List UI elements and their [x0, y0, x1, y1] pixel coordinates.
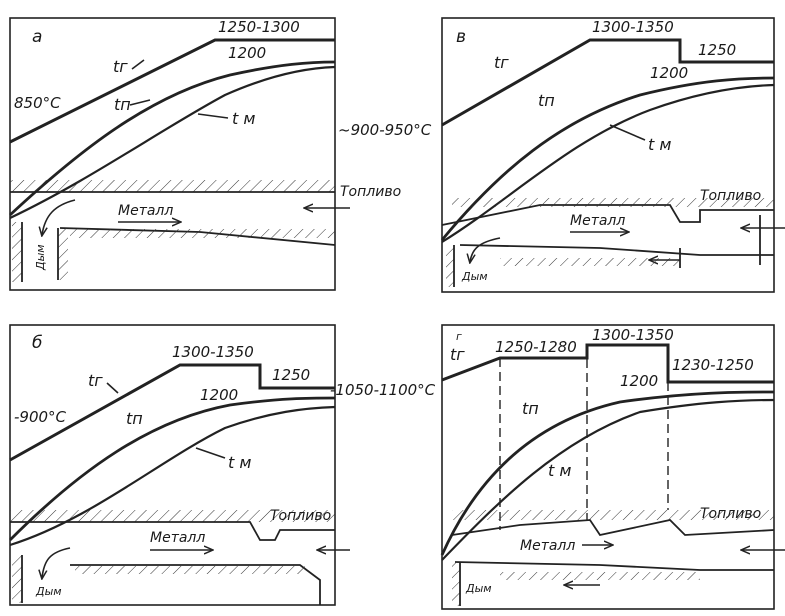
- panel-a-tp-leader: [129, 99, 151, 106]
- panel-b-surface-curve: [9, 396, 336, 541]
- panel-v-tm-label: t м: [648, 135, 671, 154]
- panel-g-range-2: 1300-1350: [592, 326, 674, 344]
- panel-a-tm-label: t м: [232, 109, 255, 128]
- panel-b-hearth: [75, 566, 305, 574]
- panel-a-metal-label: Металл: [118, 203, 173, 219]
- panel-g-tp-label: tп: [522, 399, 539, 418]
- panel-a: а 1250-1300 tг 850°C 1200 tп t м Дым Мет…: [9, 17, 350, 291]
- panel-v-roof: [452, 198, 774, 207]
- panel-a-smoke: Дым: [34, 244, 47, 271]
- panel-a-level: 1200: [228, 44, 266, 62]
- panel-g-hearth: [500, 572, 700, 580]
- panel-v-fuel-label: Топливо: [700, 188, 761, 204]
- panel-v-top-right: 1250: [698, 41, 736, 59]
- panel-g-range-3: 1230-1250: [672, 356, 754, 374]
- panel-b-tg-leader: [106, 382, 119, 394]
- panel-g-tm-label: t м: [548, 461, 571, 480]
- panel-g-flue-wall: [452, 562, 460, 606]
- panel-g-fuel-label: Топливо: [700, 506, 761, 522]
- panel-a-start-temp: 850°C: [14, 94, 61, 112]
- panel-b-tg-label: tг: [88, 371, 103, 390]
- panel-a-letter: а: [32, 27, 42, 47]
- panel-g-roof-line: [451, 519, 775, 537]
- panel-b-top-right: 1250: [272, 366, 310, 384]
- panel-b-fuel-label: Топливо: [270, 508, 331, 524]
- panel-g-frame: [441, 324, 775, 610]
- panel-a-metal-curve: [9, 65, 336, 219]
- panel-v-tp-label: tп: [538, 91, 555, 110]
- panel-v-smoke: Дым: [461, 270, 488, 283]
- panel-a-roof: [10, 180, 335, 192]
- panel-b-top-range: 1300-1350: [172, 343, 254, 361]
- panel-b-letter: б: [32, 333, 42, 353]
- panel-a-flue-wall-right: [58, 228, 68, 280]
- panel-b-roof: [10, 510, 335, 522]
- panel-b-start-temp: -900°C: [14, 408, 67, 426]
- panel-b-smoke: Дым: [35, 585, 62, 598]
- panel-v-hearth-line: [459, 244, 774, 256]
- panel-b-level: 1200: [200, 386, 238, 404]
- panel-g-metal-label: Металл: [520, 538, 575, 554]
- panel-a-fuel-label: Топливо: [340, 184, 401, 200]
- panel-b-frame: [9, 324, 336, 606]
- panel-a-smoke-arrow: [42, 199, 76, 235]
- panel-b-side-temp: -1050-1100°C: [330, 381, 436, 399]
- panel-a-side-temp: ~900-950°C: [338, 121, 432, 139]
- panel-g-metal-curve: [441, 398, 775, 561]
- panel-g-surface-curve: [440, 390, 775, 556]
- panel-a-top-range: 1250-1300: [218, 18, 300, 36]
- panel-b-metal-curve: [9, 405, 336, 547]
- panel-a-tg-label: tг: [113, 57, 128, 76]
- panel-b-gas-curve: [9, 363, 335, 462]
- panel-g-letter: г: [456, 330, 462, 343]
- panel-v-gas-curve: [441, 38, 774, 127]
- panel-v-surface-curve: [440, 76, 775, 241]
- panel-v-frame: [441, 17, 775, 293]
- panel-b-hearth-line: [70, 564, 321, 605]
- panel-b-tp-label: tп: [126, 409, 143, 428]
- panel-v-letter: в: [456, 27, 466, 47]
- panel-a-tg-leader: [131, 59, 145, 70]
- panel-b-smoke-arrow: [42, 547, 71, 578]
- panel-b-tm-label: t м: [228, 453, 251, 472]
- panel-g-hearth-line: [454, 561, 774, 571]
- panel-g-range-1: 1250-1280: [495, 338, 577, 356]
- panel-v-top-range: 1300-1350: [592, 18, 674, 36]
- panel-v-level: 1200: [650, 64, 688, 82]
- panel-b-flue-wall: [12, 555, 22, 603]
- panel-v-smoke-arrow: [470, 237, 501, 262]
- panel-a-hearth: [70, 229, 335, 238]
- panel-g-tg-label: tг: [450, 345, 465, 364]
- panel-b: б 1300-1350 1250 tг -900°C 1200 tп t м Д…: [9, 324, 350, 606]
- panel-g-level: 1200: [620, 372, 658, 390]
- panel-v-flue-wall: [446, 245, 454, 287]
- panel-v: в 1300-1350 1250 tг 1200 tп t м Дым Мета…: [440, 17, 785, 293]
- panel-g: г tг 1250-1280 1300-1350 1230-1250 1200 …: [440, 324, 785, 610]
- panel-a-tm-leader: [197, 113, 229, 119]
- panel-g-roof: [452, 510, 774, 520]
- panel-v-metal-label: Металл: [570, 213, 625, 229]
- panel-a-frame: [9, 17, 336, 291]
- panel-g-smoke: Дым: [465, 582, 492, 595]
- panel-a-gas-curve: [9, 38, 335, 144]
- panel-a-tp-label: tп: [114, 95, 131, 114]
- panel-a-surface-curve: [9, 60, 336, 217]
- panel-v-tg-label: tг: [494, 53, 509, 72]
- panel-v-hearth: [500, 258, 680, 266]
- panel-b-tm-leader: [195, 447, 226, 459]
- panel-b-roof-line: [10, 521, 335, 541]
- panel-a-flue-wall-left: [12, 222, 22, 282]
- panel-v-tm-leader: [609, 124, 646, 141]
- panel-b-metal-label: Металл: [150, 530, 205, 546]
